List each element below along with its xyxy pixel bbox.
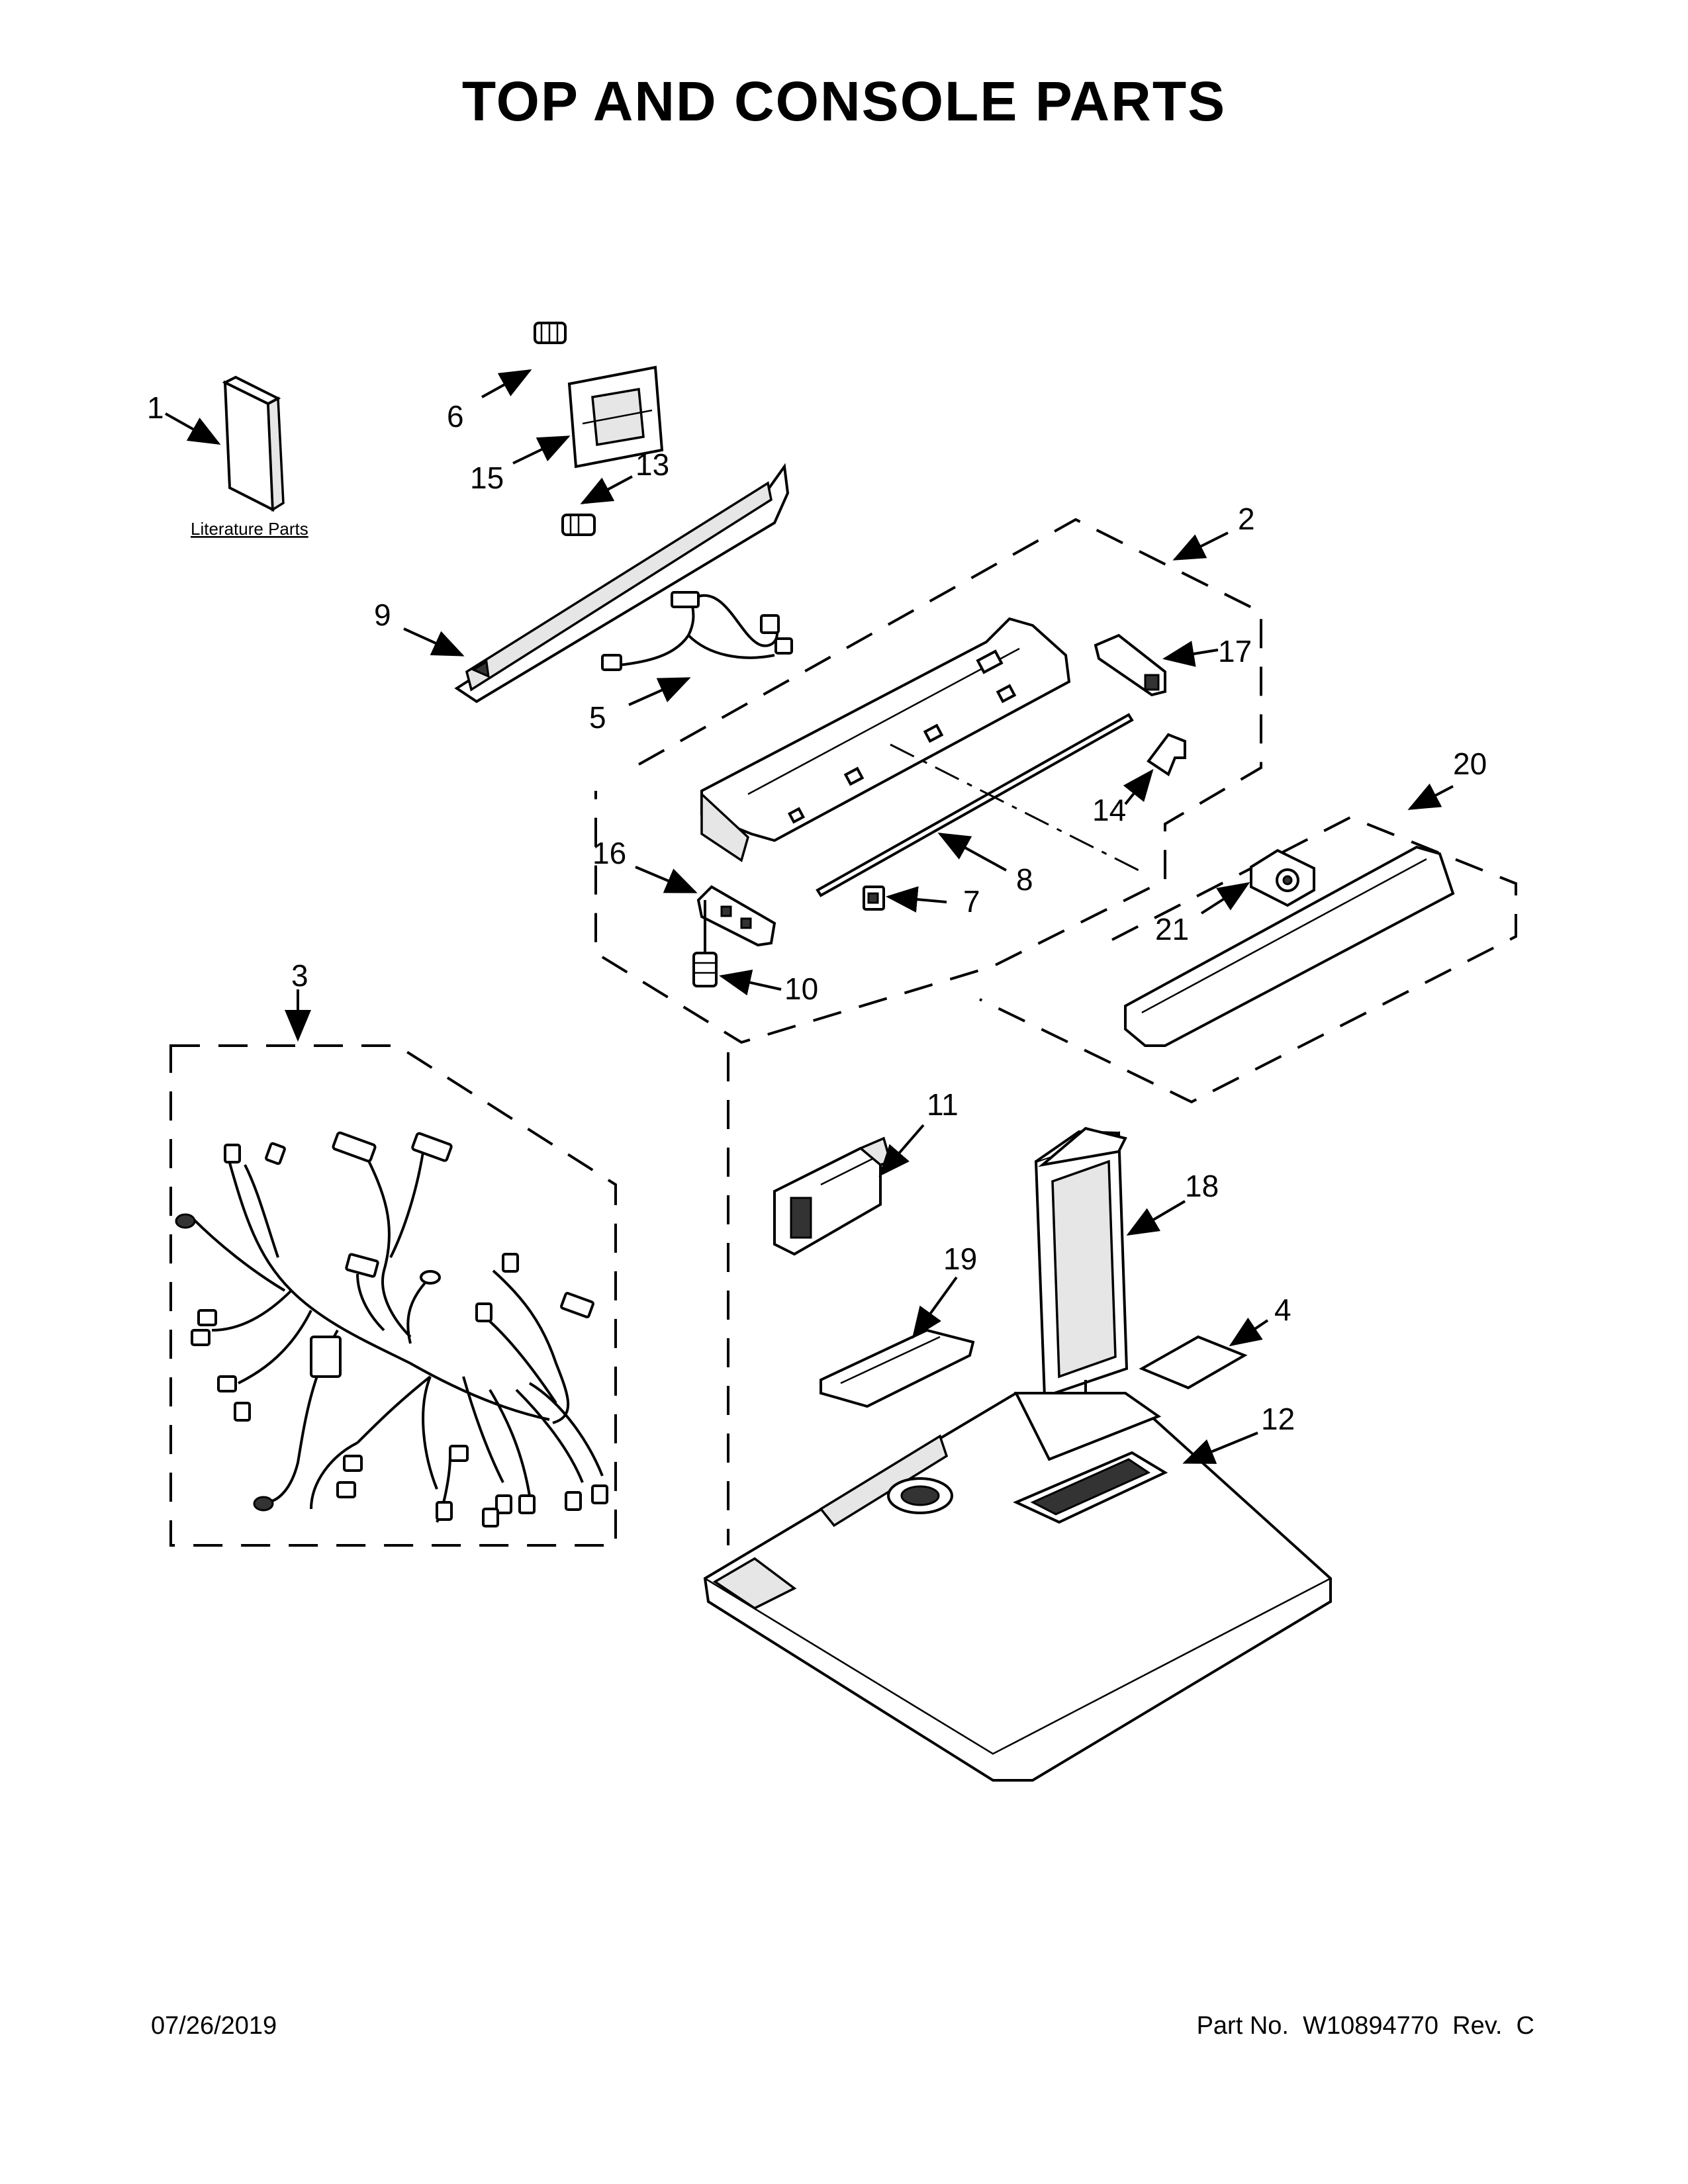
callout-18: 18 [1185, 1169, 1219, 1203]
callout-15: 15 [470, 461, 504, 495]
part-17-bracket [1094, 633, 1166, 697]
footer-date: 07/26/2019 [151, 2012, 277, 2040]
part-21-module [1250, 848, 1315, 907]
leader-10 [719, 970, 782, 996]
part-12-top-panel [703, 1392, 1332, 1782]
leader-17 [1162, 641, 1219, 667]
leader-15 [512, 435, 571, 465]
part-19-plate [820, 1328, 975, 1408]
leader-18 [1126, 1200, 1186, 1236]
callout-3: 3 [291, 958, 308, 993]
part-3-main-wire-harness [175, 1131, 608, 1527]
part-18-lint-screen [1034, 1126, 1129, 1398]
part-5-wire-harness [601, 591, 793, 671]
callout-20: 20 [1453, 747, 1487, 781]
callout-12: 12 [1261, 1402, 1295, 1436]
callout-8: 8 [1016, 862, 1033, 897]
leader-9 [403, 627, 465, 657]
callout-2: 2 [1238, 502, 1255, 536]
callout-9: 9 [374, 598, 391, 632]
leader-11 [878, 1124, 925, 1177]
leader-4 [1229, 1317, 1269, 1347]
part-16-bracket [696, 885, 776, 947]
part-8-strip [816, 713, 1134, 897]
footer-part-number: Part No. W10894770 Rev. C [1196, 2012, 1534, 2040]
part-2-group-outline [594, 518, 1262, 1044]
leader-20 [1407, 783, 1454, 810]
callout-5: 5 [589, 700, 606, 735]
part-7-clip [863, 886, 885, 911]
callout-11: 11 [927, 1087, 959, 1122]
part-9-console-trim [454, 463, 790, 704]
leader-12 [1182, 1432, 1258, 1464]
leader-1 [165, 412, 221, 445]
page-title: TOP AND CONSOLE PARTS [461, 70, 1227, 132]
part-6-screw [534, 322, 567, 344]
leader-14 [1123, 768, 1154, 805]
callout-14: 14 [1092, 793, 1126, 827]
literature-parts-label: Literature Parts [191, 519, 308, 539]
callout-6: 6 [447, 399, 464, 433]
part-13-screw [561, 514, 596, 536]
leader-7 [886, 886, 947, 913]
callout-16: 16 [592, 836, 626, 870]
part-4-label [1139, 1335, 1248, 1390]
callout-21: 21 [1155, 912, 1189, 946]
leader-5 [628, 677, 691, 706]
leader-6 [481, 369, 532, 398]
leader-21 [1200, 882, 1250, 915]
part-20-lid [1124, 845, 1455, 1047]
part-14-clip [1147, 733, 1186, 777]
leader-13 [580, 475, 633, 504]
part-1-literature-book [222, 375, 285, 512]
callout-13: 13 [635, 447, 669, 482]
part-10-screw [692, 900, 718, 987]
callout-1: 1 [147, 390, 164, 425]
callout-19: 19 [943, 1242, 977, 1276]
leader-2 [1172, 531, 1229, 561]
callout-7: 7 [963, 884, 980, 919]
part-15-bracket [567, 365, 664, 469]
callout-10: 10 [784, 972, 818, 1006]
part-11-control-module [773, 1136, 892, 1256]
leader-19 [912, 1276, 958, 1340]
part-2-console-body [700, 617, 1071, 862]
leader-8 [937, 833, 1007, 872]
callout-4: 4 [1274, 1293, 1291, 1327]
centerline-8 [890, 743, 1146, 875]
callout-17: 17 [1218, 634, 1252, 668]
part-3-group-outline [169, 1044, 617, 1547]
leader-16 [635, 866, 698, 893]
